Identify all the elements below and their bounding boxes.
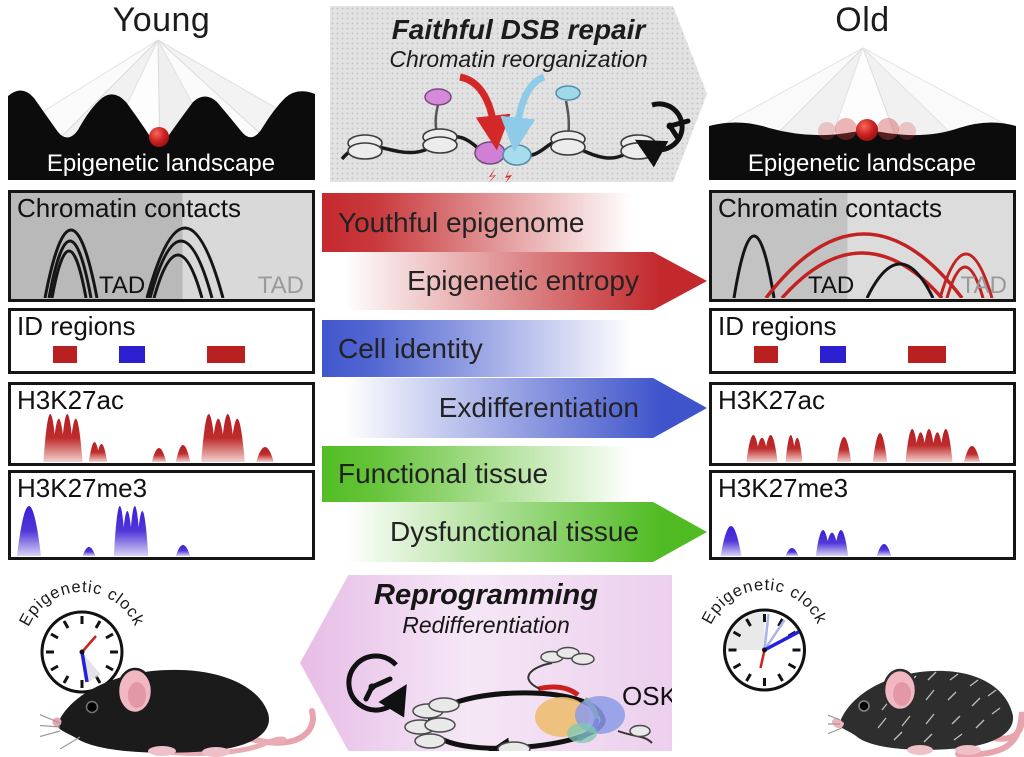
- dsb-line1: Faithful DSB repair: [391, 14, 646, 45]
- mouse-nose: [831, 718, 844, 729]
- old-h3k27ac-panel: H3K27ac: [709, 382, 1016, 466]
- band-youthful-epigenome: Youthful epigenome: [322, 193, 700, 252]
- band-functional-tissue: Functional tissue: [322, 446, 700, 502]
- tad-label: TAD: [257, 272, 304, 299]
- loop-red-segment: [537, 684, 580, 698]
- dsb-site-cyan: [502, 144, 532, 166]
- band-exdifferentiation: Exdifferentiation: [322, 378, 707, 438]
- id-region-blocks-young: [53, 346, 245, 363]
- panel-title: Chromatin contacts: [17, 193, 241, 223]
- mouse-inner-ear: [893, 682, 911, 706]
- h3k27ac-track-young: [43, 414, 274, 462]
- nucleosome-discs: [347, 128, 656, 160]
- young-epigenetic-clock: Epigenetic clock: [16, 578, 147, 694]
- red-hand: [759, 649, 766, 669]
- blue-hand: [80, 651, 89, 683]
- reprogramming-illustration: OSK: [346, 646, 672, 751]
- band-epigenetic-entropy: Epigenetic entropy: [322, 252, 707, 310]
- mouse-body: [57, 669, 269, 753]
- band-cell-identity: Cell identity: [322, 320, 700, 377]
- tad-arcs-young: [43, 226, 225, 298]
- panel-title: ID regions: [17, 311, 136, 341]
- osk-label: OSK: [622, 681, 672, 711]
- reprog-line1: Reprogramming: [374, 579, 598, 611]
- mouse-foot: [202, 747, 230, 757]
- old-title: Old: [835, 0, 890, 39]
- mouse-foot: [148, 746, 176, 756]
- landscape-label: Epigenetic landscape: [47, 150, 275, 177]
- histone-variant-cyan: [555, 85, 581, 101]
- red-recruitment-arrow: [459, 73, 511, 151]
- red-hand: [81, 635, 97, 653]
- blue-hand: [763, 630, 800, 652]
- tad-label: TAD: [960, 272, 1007, 299]
- band-label: Exdifferentiation: [438, 392, 639, 423]
- id-region-blocks-old: [754, 346, 946, 363]
- mouse-eye: [85, 700, 99, 714]
- landscape-label: Epigenetic landscape: [748, 150, 976, 177]
- mouse-foot: [955, 745, 981, 755]
- dsb-lightning-bolts: [487, 167, 512, 182]
- young-chromatin-contacts-panel: Chromatin contacts TAD TAD: [8, 190, 315, 302]
- band-label: Functional tissue: [338, 458, 549, 489]
- young-epigenetic-landscape-illustration: Epigenetic landscape: [8, 39, 315, 180]
- chromatin-repair-illustration: [340, 73, 691, 182]
- clock-forward-icon: [634, 101, 691, 168]
- old-mouse-illustration: [828, 668, 1024, 757]
- old-id-regions-panel: ID regions: [709, 308, 1016, 374]
- h3k27ac-track-old: [746, 429, 980, 462]
- red-ball: [149, 127, 169, 147]
- dsb-site-magenta: [474, 141, 506, 165]
- mouse-inner-ear: [128, 682, 146, 708]
- band-label: Dysfunctional tissue: [389, 516, 639, 547]
- clock-shadow-sector: [726, 612, 765, 650]
- old-epigenetic-clock: Epigenetic clock: [699, 576, 829, 692]
- red-ball: [856, 119, 878, 141]
- young-id-regions-panel: ID regions: [8, 308, 315, 374]
- clock-backward-icon: [346, 653, 407, 718]
- h3k27me3-track-young: [17, 506, 191, 556]
- mouse-foot: [907, 745, 933, 755]
- ghost-blue-hands: [763, 613, 786, 651]
- band-label: Epigenetic entropy: [407, 265, 639, 296]
- tad-arcs-old: [732, 232, 994, 298]
- reprog-line2: Redifferentiation: [402, 612, 570, 638]
- old-chromatin-contacts-panel: Chromatin contacts TAD TAD: [709, 190, 1016, 302]
- grizzled-fur-streaks: [877, 671, 1001, 743]
- panel-title: H3K27me3: [17, 473, 148, 503]
- old-epigenetic-landscape-illustration: Epigenetic landscape: [709, 46, 1016, 180]
- old-h3k27me3-panel: H3K27me3: [709, 470, 1016, 560]
- young-h3k27ac-panel: H3K27ac: [8, 382, 315, 466]
- dsb-line2: Chromatin reorganization: [389, 46, 648, 72]
- mouse-whiskers: [40, 714, 81, 750]
- band-label: Cell identity: [338, 332, 483, 364]
- mouse-whiskers: [828, 714, 843, 735]
- reprogramming-factor-teal: [567, 723, 597, 743]
- young-h3k27me3-panel: H3K27me3: [8, 470, 315, 560]
- old-terrain: [709, 122, 1016, 180]
- blue-recruitment-arrow: [500, 73, 546, 153]
- reprogramming-arrow: Reprogramming Redifferentiation: [300, 575, 672, 751]
- mouse-eye: [858, 700, 870, 712]
- tad-label: TAD: [808, 272, 855, 299]
- young-terrain: [8, 90, 315, 180]
- young-title: Young: [112, 0, 211, 39]
- dsb-repair-arrow: Faithful DSB repair Chromatin reorganiza…: [330, 6, 707, 182]
- young-mouse-illustration: [40, 667, 316, 757]
- band-label: Youthful epigenome: [338, 206, 585, 238]
- h3k27me3-track-old: [720, 526, 892, 556]
- panel-title: ID regions: [718, 311, 837, 341]
- tad-label: TAD: [99, 272, 146, 299]
- band-dysfunctional-tissue: Dysfunctional tissue: [322, 502, 707, 562]
- red-ball-ghosts: [818, 118, 916, 140]
- panel-title: H3K27ac: [17, 385, 124, 415]
- histone-variant-magenta: [424, 88, 452, 106]
- panel-title: H3K27ac: [718, 385, 825, 415]
- panel-title: H3K27me3: [718, 473, 849, 503]
- condensed-nucleosomes: [404, 646, 651, 751]
- panel-title: Chromatin contacts: [718, 193, 942, 223]
